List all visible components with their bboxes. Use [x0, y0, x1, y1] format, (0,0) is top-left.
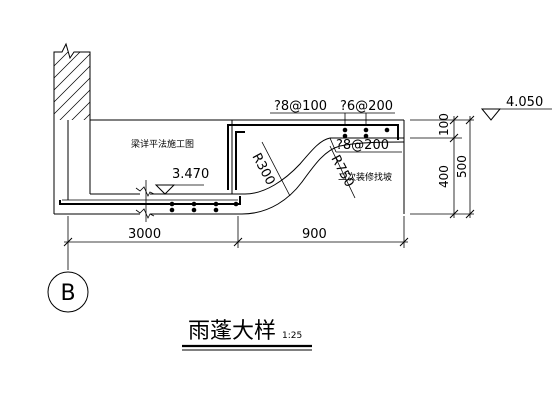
rebar-dot — [213, 201, 219, 207]
reinforcement — [59, 124, 399, 213]
grid-axis-label: B — [60, 281, 75, 306]
rebar-dot — [363, 127, 369, 133]
rebar-dot — [213, 207, 219, 213]
column-hatch — [54, 52, 90, 120]
slab-elevation-marker: 3.470 — [154, 167, 209, 195]
rebar-dot — [233, 201, 239, 207]
break-marks — [135, 180, 155, 222]
height-upper: 100 — [437, 113, 451, 136]
beam-note: 梁详平法施工图 — [131, 138, 194, 150]
wall-lines — [53, 120, 91, 214]
rebar-dot — [384, 127, 390, 133]
lower-bar-label: ?8@200 — [336, 138, 389, 153]
top-bar-label: ?8@100 — [274, 99, 327, 114]
lower-slab-rebar — [59, 196, 241, 205]
vertical-dimensions: 100 400 500 — [410, 113, 475, 219]
horizontal-dimensions: 3000 900 — [63, 216, 409, 248]
rebar-dot — [169, 207, 175, 213]
rebar-dot — [169, 201, 175, 207]
height-lower: 400 — [437, 165, 451, 188]
rebar-dot — [342, 127, 348, 133]
title-text: 雨蓬大样 — [188, 319, 276, 344]
top-elevation: 4.050 — [506, 95, 543, 110]
detail-title: 雨蓬大样 1:25 — [182, 319, 312, 351]
column — [53, 42, 91, 120]
slab-elevation: 3.470 — [172, 167, 209, 182]
title-scale: 1:25 — [282, 331, 302, 341]
inner-radius-label: R750 — [327, 153, 356, 190]
outer-radius-label: R300 — [248, 151, 277, 188]
beam-stirrup-rebar — [235, 131, 245, 190]
dist-bar-label: ?6@200 — [340, 99, 393, 114]
rebar-dot — [363, 133, 369, 139]
span-left: 3000 — [128, 227, 161, 242]
grid-axis-bubble: B — [47, 248, 89, 313]
height-total: 500 — [455, 155, 469, 178]
span-right: 900 — [302, 227, 327, 242]
rebar-dot — [191, 207, 197, 213]
top-rebar — [227, 124, 399, 190]
rebar-callouts: ?8@100 ?6@200 ?8@200 — [270, 99, 402, 153]
top-elevation-marker: 4.050 — [480, 95, 552, 121]
rebar-dot — [342, 133, 348, 139]
rebar-dot — [191, 201, 197, 207]
finish-note: 二次装修找坡 — [338, 171, 392, 183]
